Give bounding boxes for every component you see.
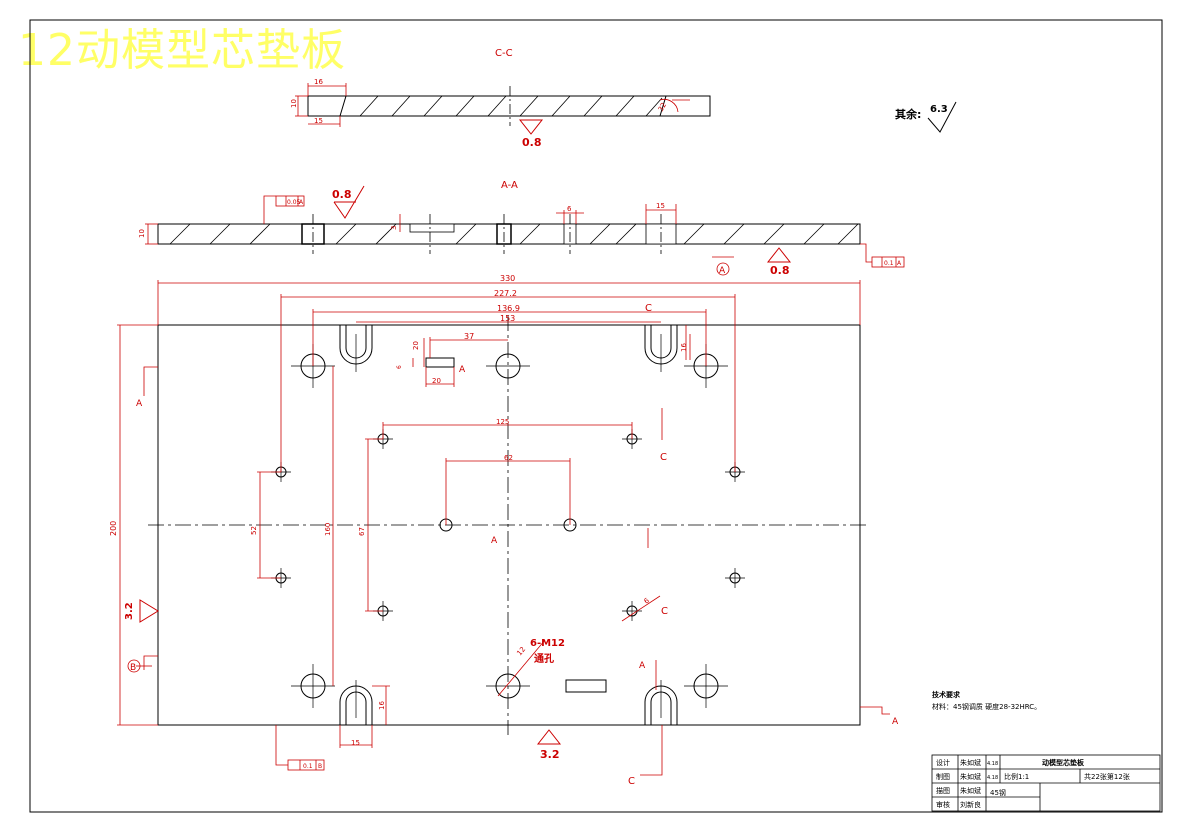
- tb-check-name: 朱如斌: [960, 786, 981, 795]
- dim-330: 330: [500, 274, 515, 283]
- tech-heading: 技术要求: [932, 690, 961, 699]
- dim-16-bottom: 16: [378, 701, 386, 710]
- section-c-mid: C: [660, 452, 667, 463]
- aa-view-title: A-A: [501, 180, 518, 191]
- tb-draw-label: 制图: [936, 772, 950, 781]
- dim-153: 153: [500, 314, 515, 323]
- dim-227: 227.2: [494, 289, 517, 298]
- dim-125: 125: [496, 418, 509, 426]
- dim-12: 12: [515, 645, 527, 657]
- tb-check-label: 描图: [936, 786, 950, 795]
- dim-37: 37: [464, 332, 474, 341]
- section-a-mid: A: [491, 536, 498, 546]
- dim-16-right: 16: [680, 343, 688, 352]
- left-roughness-value: 3.2: [124, 602, 135, 620]
- aa-dim-6: 6: [567, 205, 572, 213]
- dim-67: 67: [358, 527, 366, 536]
- dim-62: 62: [504, 454, 513, 462]
- aa-right-tolerance-datum: A: [897, 260, 902, 267]
- aa-tolerance-frame: [275, 195, 305, 207]
- tech-line1: 材料：45钢调质 硬度28-32HRC。: [932, 702, 1041, 711]
- cc-view-title: C-C: [495, 48, 513, 59]
- section-a-left: A: [136, 399, 143, 409]
- drawing-frame: [29, 19, 1163, 813]
- aa-top-roughness-symbol: [333, 185, 365, 219]
- cc-section: 16 10 15 32 0.8: [290, 78, 711, 149]
- dim-6-dia: 6: [643, 596, 652, 605]
- tb-draw-date: 4.18: [987, 775, 998, 781]
- tb-draw-name: 朱如斌: [960, 772, 981, 781]
- cc-roughness-symbol: [518, 119, 544, 135]
- dim-20a: 20: [412, 341, 420, 350]
- tb-design-date: 4.18: [987, 761, 998, 767]
- dim-200: 200: [109, 521, 118, 536]
- aa-dim-3: 3: [390, 226, 398, 230]
- section-c-top: C: [645, 303, 652, 314]
- dim-6: 6: [396, 365, 403, 369]
- plan-view: 330 227.2 136.9 153 37 20 6 20 125 16 62…: [109, 274, 899, 787]
- tb-approve-label: 审核: [936, 800, 950, 809]
- dim-136: 136.9: [497, 304, 520, 313]
- drawing-title-overlay: 12动模型芯垫板: [18, 25, 346, 76]
- aa-right-roughness-symbol: [766, 247, 792, 263]
- section-a-right: A: [892, 717, 899, 727]
- tb-scale: 比例1:1: [1004, 772, 1029, 781]
- tb-design-label: 设计: [936, 758, 950, 767]
- tb-part-name: 动模型芯垫板: [1042, 758, 1085, 767]
- other-roughness-symbol: [927, 101, 957, 133]
- section-a-slot: A: [459, 365, 466, 375]
- cc-roughness-value: 0.8: [522, 136, 542, 149]
- b-datum-marker: [127, 659, 141, 673]
- aa-section: 10 6 15 3 0.05 A 0.1 A A 0.8 0.8: [138, 185, 905, 277]
- aa-dim-15: 15: [656, 202, 665, 210]
- cc-dim-15: 15: [314, 117, 323, 125]
- dim-20b: 20: [432, 377, 441, 385]
- bottom-roughness-value: 3.2: [540, 748, 560, 761]
- tb-approve-name: 刘新良: [960, 800, 981, 809]
- section-c-right: C: [661, 606, 668, 617]
- aa-right-tolerance-frame: [871, 256, 905, 268]
- b-datum-letter: B: [130, 663, 136, 673]
- left-roughness-symbol: [139, 599, 159, 623]
- aa-dim-10: 10: [138, 229, 146, 238]
- cc-dim-10: 10: [290, 99, 298, 108]
- dim-160: 160: [324, 523, 332, 536]
- section-c-bottom: C: [628, 776, 635, 787]
- bottom-tolerance-datum: B: [318, 763, 322, 770]
- through-hole-callout: 通孔: [534, 652, 554, 665]
- aa-right-tolerance-value: 0.1: [884, 260, 894, 267]
- aa-datum-marker: [716, 262, 730, 276]
- title-block: [931, 754, 1161, 812]
- dim-52: 52: [250, 526, 258, 535]
- aa-datum-letter: A: [719, 266, 726, 276]
- bottom-tolerance-frame: [287, 759, 325, 771]
- cc-dim-angle: 32: [657, 101, 668, 113]
- other-roughness-label: 其余:: [895, 107, 921, 121]
- tb-sheet: 共22张第12张: [1084, 772, 1130, 781]
- section-a-bottom: A: [639, 661, 646, 671]
- bottom-tolerance-value: 0.1: [303, 763, 313, 770]
- tb-design-name: 朱如斌: [960, 758, 981, 767]
- bottom-roughness-symbol: [536, 729, 562, 745]
- aa-right-roughness-value: 0.8: [770, 264, 790, 277]
- tb-material: 45钢: [990, 788, 1006, 797]
- aa-tolerance-datum: A: [299, 199, 304, 206]
- aa-top-roughness-value: 0.8: [332, 188, 352, 201]
- cc-dim-16: 16: [314, 78, 323, 86]
- aa-tolerance-value: 0.05: [287, 199, 301, 206]
- dim-15: 15: [351, 739, 360, 747]
- thread-callout: 6-M12: [530, 638, 565, 649]
- other-roughness-value: 6.3: [930, 104, 948, 115]
